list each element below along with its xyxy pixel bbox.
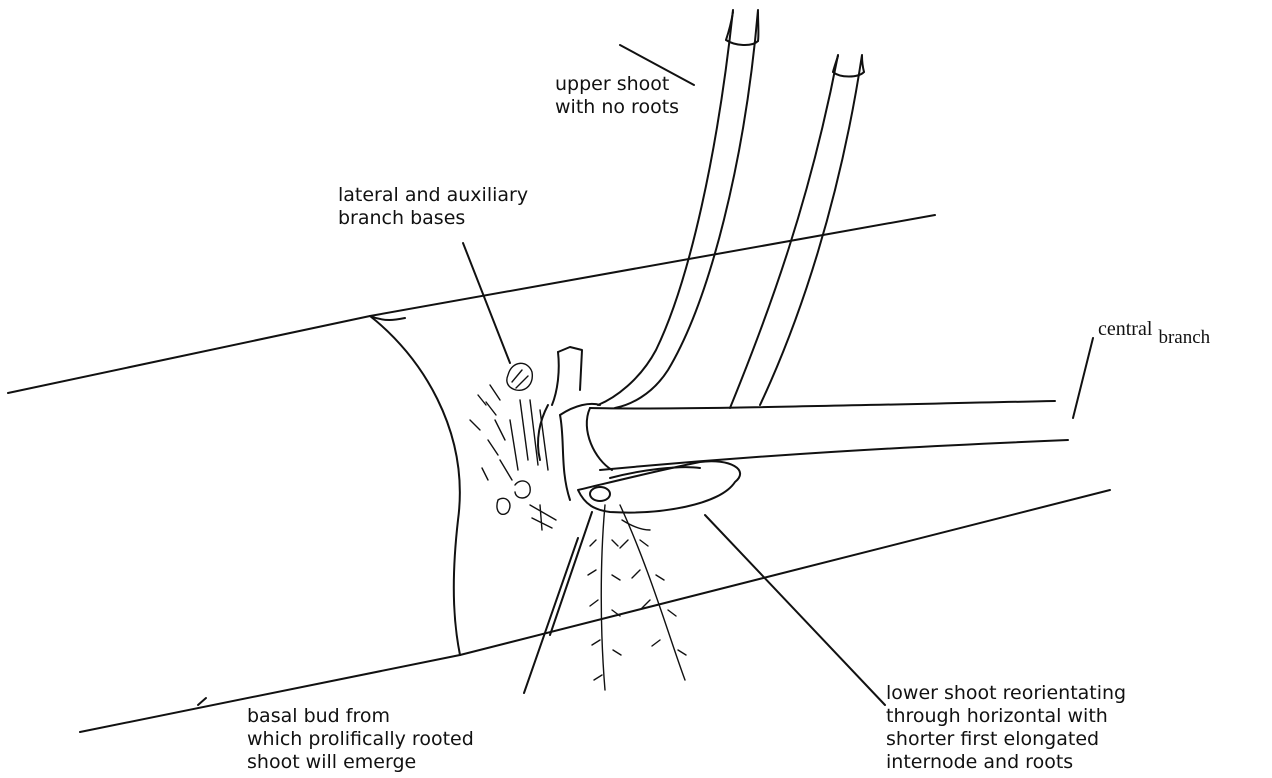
main-stem (8, 215, 1110, 732)
basal-bud-label-line: shoot will emerge (247, 751, 474, 774)
leader-lines (198, 45, 1093, 705)
stump (552, 347, 582, 405)
upper-shoot-label: upper shoot with no roots (555, 73, 679, 119)
central-branch-label-main: central (1098, 318, 1152, 340)
lower-shoot-label: lower shoot reorientating through horizo… (886, 682, 1126, 774)
basal-bud-label-line: basal bud from (247, 705, 474, 728)
central-branch (587, 401, 1068, 470)
lower-shoot-label-line: internode and roots (886, 751, 1126, 774)
basal-bud-label-line: which prolifically rooted (247, 728, 474, 751)
central-branch-label: central branch (1098, 318, 1210, 341)
lower-shoot (538, 404, 740, 513)
branch-bases-cluster (470, 363, 556, 530)
upper-shoot-label-line: with no roots (555, 96, 679, 119)
lower-shoot-label-line: through horizontal with (886, 705, 1126, 728)
lower-shoot-label-line: shorter first elongated (886, 728, 1126, 751)
upper-shoot (598, 10, 758, 408)
basal-bud-label: basal bud from which prolifically rooted… (247, 705, 474, 774)
lower-shoot-label-line: lower shoot reorientating (886, 682, 1126, 705)
central-branch-label-sub: branch (1158, 327, 1210, 348)
upper-shoot-label-line: upper shoot (555, 73, 679, 96)
roots (588, 505, 686, 690)
branch-bases-label-line: branch bases (338, 207, 528, 230)
branch-bases-label-line: lateral and auxiliary (338, 184, 528, 207)
branch-bases-label: lateral and auxiliary branch bases (338, 184, 528, 230)
